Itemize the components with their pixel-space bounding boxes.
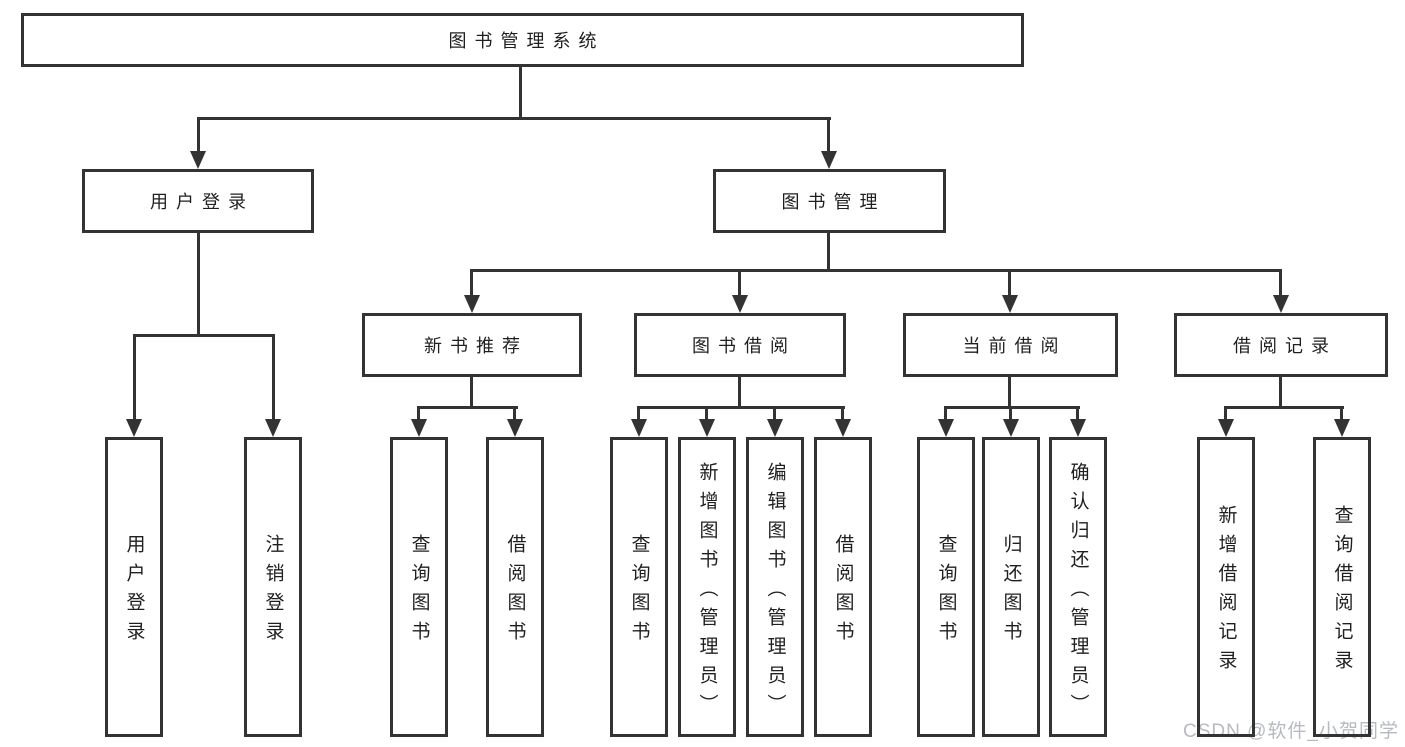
node-confirm-return-admin-label: 确认归还（管理员）: [1067, 461, 1089, 723]
connector-line: [827, 233, 830, 272]
node-logout-leaf: 注销登录: [244, 437, 302, 737]
connector-line: [417, 406, 420, 420]
connector-line: [1279, 375, 1282, 408]
node-user-login: 用户登录: [82, 169, 314, 233]
connector-line: [513, 406, 516, 420]
connector-line: [197, 117, 200, 153]
node-query-borrow-record-label: 查询借阅记录: [1331, 505, 1353, 679]
arrow-down-icon: [507, 419, 523, 437]
connector-line: [1224, 406, 1344, 409]
arrow-down-icon: [1218, 419, 1234, 437]
connector-line: [637, 406, 845, 409]
connector-line: [1224, 406, 1227, 420]
arrow-down-icon: [1273, 295, 1289, 313]
node-query-book-2: 查询图书: [610, 437, 668, 737]
node-user-login-leaf-label: 用户登录: [123, 534, 145, 650]
connector-line: [637, 406, 640, 420]
node-query-book-1: 查询图书: [390, 437, 448, 737]
arrow-down-icon: [835, 419, 851, 437]
node-new-book-recommend: 新书推荐: [362, 313, 582, 377]
arrow-down-icon: [1334, 419, 1350, 437]
node-current-borrow: 当前借阅: [903, 313, 1118, 377]
node-confirm-return-admin: 确认归还（管理员）: [1049, 437, 1107, 737]
node-new-book-recommend-label: 新书推荐: [424, 336, 528, 356]
connector-line: [944, 406, 1080, 409]
node-return-book: 归还图书: [982, 437, 1040, 737]
arrow-down-icon: [938, 419, 954, 437]
connector-line: [1279, 269, 1282, 297]
arrow-down-icon: [699, 419, 715, 437]
arrow-down-icon: [464, 295, 480, 313]
node-borrow-book-2-label: 借阅图书: [832, 534, 854, 650]
node-user-login-label: 用户登录: [150, 192, 254, 212]
connector-line: [1008, 375, 1011, 408]
arrow-down-icon: [631, 419, 647, 437]
node-add-book-admin: 新增图书（管理员）: [678, 437, 736, 737]
node-book-borrow: 图书借阅: [634, 313, 846, 377]
connector-line: [1076, 406, 1079, 420]
connector-line: [417, 406, 518, 409]
connector-line: [470, 375, 473, 408]
arrow-down-icon: [126, 419, 142, 437]
connector-line: [841, 406, 844, 420]
node-book-management: 图书管理: [713, 169, 946, 233]
node-query-book-3: 查询图书: [917, 437, 975, 737]
arrow-down-icon: [732, 295, 748, 313]
node-borrow-book-2: 借阅图书: [814, 437, 872, 737]
node-query-borrow-record: 查询借阅记录: [1313, 437, 1371, 737]
connector-line: [738, 375, 741, 408]
node-borrow-book-1-label: 借阅图书: [504, 534, 526, 650]
connector-line: [133, 334, 136, 420]
connector-line: [197, 233, 200, 336]
connector-line: [272, 334, 275, 420]
node-query-book-2-label: 查询图书: [628, 534, 650, 650]
node-root-label: 图书管理系统: [448, 31, 605, 51]
connector-line: [197, 117, 831, 120]
connector-line: [1008, 269, 1011, 297]
arrow-down-icon: [821, 151, 837, 169]
connector-line: [470, 269, 1282, 272]
node-borrow-book-1: 借阅图书: [486, 437, 544, 737]
connector-line: [470, 269, 473, 297]
arrow-down-icon: [190, 151, 206, 169]
connector-line: [944, 406, 947, 420]
node-edit-book-admin-label: 编辑图书（管理员）: [764, 461, 786, 723]
node-book-borrow-label: 图书借阅: [692, 336, 796, 356]
arrow-down-icon: [1002, 295, 1018, 313]
node-user-login-leaf: 用户登录: [105, 437, 163, 737]
connector-line: [773, 406, 776, 420]
connector-line: [133, 334, 275, 337]
node-return-book-label: 归还图书: [1000, 534, 1022, 650]
node-query-book-3-label: 查询图书: [935, 534, 957, 650]
arrow-down-icon: [1003, 419, 1019, 437]
connector-line: [519, 65, 522, 120]
node-current-borrow-label: 当前借阅: [962, 336, 1067, 356]
connector-line: [827, 117, 830, 153]
connector-line: [1340, 406, 1343, 420]
node-root: 图书管理系统: [21, 13, 1024, 67]
arrow-down-icon: [265, 419, 281, 437]
node-add-borrow-record-label: 新增借阅记录: [1215, 505, 1237, 679]
connector-line: [738, 269, 741, 297]
node-borrow-records-label: 借阅记录: [1233, 336, 1337, 356]
node-add-borrow-record: 新增借阅记录: [1197, 437, 1255, 737]
node-edit-book-admin: 编辑图书（管理员）: [746, 437, 804, 737]
node-book-management-label: 图书管理: [781, 192, 886, 212]
connector-line: [705, 406, 708, 420]
arrow-down-icon: [1070, 419, 1086, 437]
connector-line: [1009, 406, 1012, 420]
node-logout-leaf-label: 注销登录: [262, 534, 284, 650]
node-add-book-admin-label: 新增图书（管理员）: [696, 461, 718, 723]
arrow-down-icon: [767, 419, 783, 437]
arrow-down-icon: [411, 419, 427, 437]
node-borrow-records: 借阅记录: [1174, 313, 1388, 377]
node-query-book-1-label: 查询图书: [408, 534, 430, 650]
